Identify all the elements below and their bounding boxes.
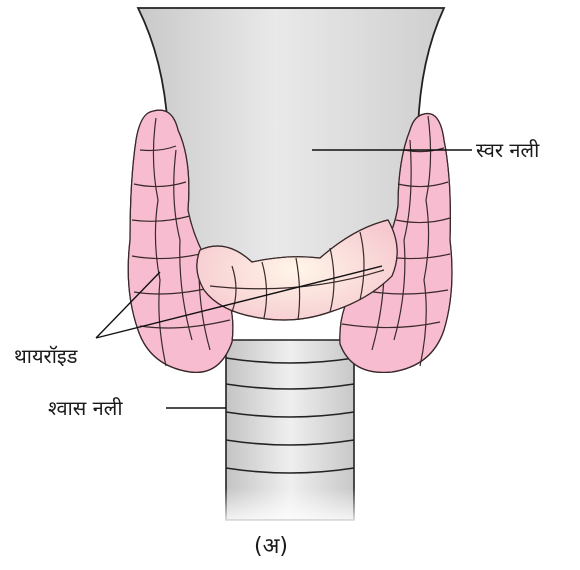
- trachea-label: श्वास नली: [48, 398, 123, 418]
- figure-caption: (अ): [254, 536, 288, 558]
- thyroid-label: थायरॉइड: [14, 346, 77, 366]
- trachea: [220, 340, 360, 528]
- larynx-label: स्वर नली: [476, 140, 539, 160]
